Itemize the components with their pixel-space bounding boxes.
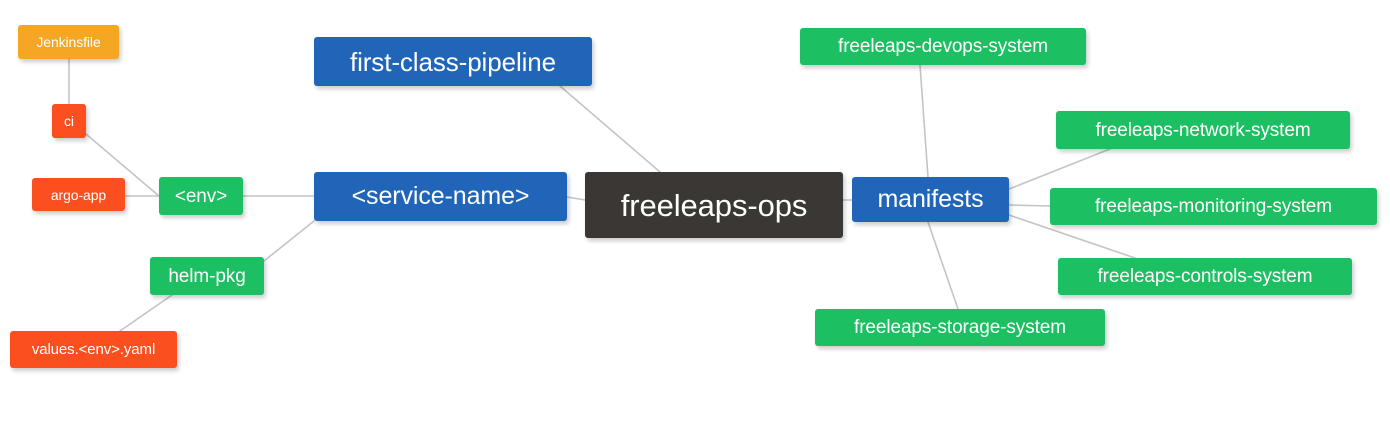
mindmap-node-freeleaps-controls-system[interactable]: freeleaps-controls-system [1058,258,1352,295]
mindmap-node-jenkinsfile[interactable]: Jenkinsfile [18,25,119,59]
mindmap-node-ci[interactable]: ci [52,104,86,138]
mindmap-node-service-name[interactable]: <service-name> [314,172,567,221]
mindmap-node-env[interactable]: <env> [159,177,243,215]
mindmap-node-values-env-yaml[interactable]: values.<env>.yaml [10,331,177,368]
mindmap-node-argo-app[interactable]: argo-app [32,178,125,211]
mindmap-node-freeleaps-monitoring-system[interactable]: freeleaps-monitoring-system [1050,188,1377,225]
mindmap-node-freeleaps-storage-system[interactable]: freeleaps-storage-system [815,309,1105,346]
mindmap-node-freeleaps-network-system[interactable]: freeleaps-network-system [1056,111,1350,149]
mindmap-node-freeleaps-ops[interactable]: freeleaps-ops [585,172,843,238]
mindmap-node-manifests[interactable]: manifests [852,177,1009,222]
mindmap-node-first-class-pipeline[interactable]: first-class-pipeline [314,37,592,86]
mindmap-node-helm-pkg[interactable]: helm-pkg [150,257,264,295]
mindmap-node-freeleaps-devops-system[interactable]: freeleaps-devops-system [800,28,1086,65]
